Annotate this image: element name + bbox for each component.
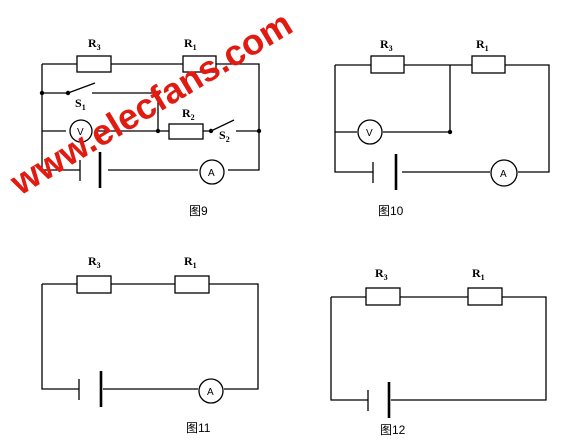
voltmeter-symbol: V: [366, 128, 373, 139]
switch-s1: [67, 82, 96, 94]
resistor-r1: [174, 275, 210, 294]
ammeter: [198, 378, 224, 404]
label-r2: R2: [182, 106, 195, 122]
voltmeter: [69, 119, 93, 143]
label-r3: R3: [88, 254, 101, 270]
caption-fig11: 图11: [186, 421, 211, 435]
label-r1: R1: [184, 254, 197, 270]
resistor-r2: [168, 123, 204, 140]
label-s1: S1: [75, 96, 86, 112]
label-r1: R1: [472, 266, 485, 282]
ammeter-symbol: A: [207, 387, 214, 398]
voltmeter-symbol: V: [77, 127, 84, 138]
label-r3: R3: [375, 266, 388, 282]
label-r3: R3: [88, 36, 101, 52]
label-r1: R1: [476, 37, 489, 53]
caption-fig12: 图12: [380, 423, 406, 437]
caption-fig10: 图10: [378, 204, 404, 218]
ammeter: [490, 159, 518, 187]
watermark: www.elecfans.com: [2, 2, 299, 203]
resistor-r1: [182, 55, 217, 73]
label-r1: R1: [184, 36, 197, 52]
resistor-r1: [467, 287, 503, 306]
figure-10: R3 R1 V A 图10: [334, 37, 550, 218]
switch-s2: [210, 119, 235, 132]
caption-fig9: 图9: [189, 204, 208, 218]
resistor-r3: [365, 287, 401, 306]
resistor-r1: [471, 55, 506, 74]
resistor-r3: [370, 55, 405, 74]
resistor-r3: [76, 55, 112, 73]
ammeter-symbol: A: [500, 169, 507, 180]
label-s2: S2: [219, 128, 230, 144]
ammeter: [199, 159, 225, 185]
resistor-r3: [76, 275, 112, 294]
voltmeter: [357, 119, 383, 145]
ammeter-symbol: A: [208, 168, 215, 179]
figure-9: R3 R1 R2 S1 S2 V A 图9: [39, 36, 262, 218]
figure-12: R3 R1 图12: [330, 266, 547, 437]
figure-11: R3 R1 A 图11: [41, 254, 259, 435]
label-r3: R3: [380, 37, 393, 53]
